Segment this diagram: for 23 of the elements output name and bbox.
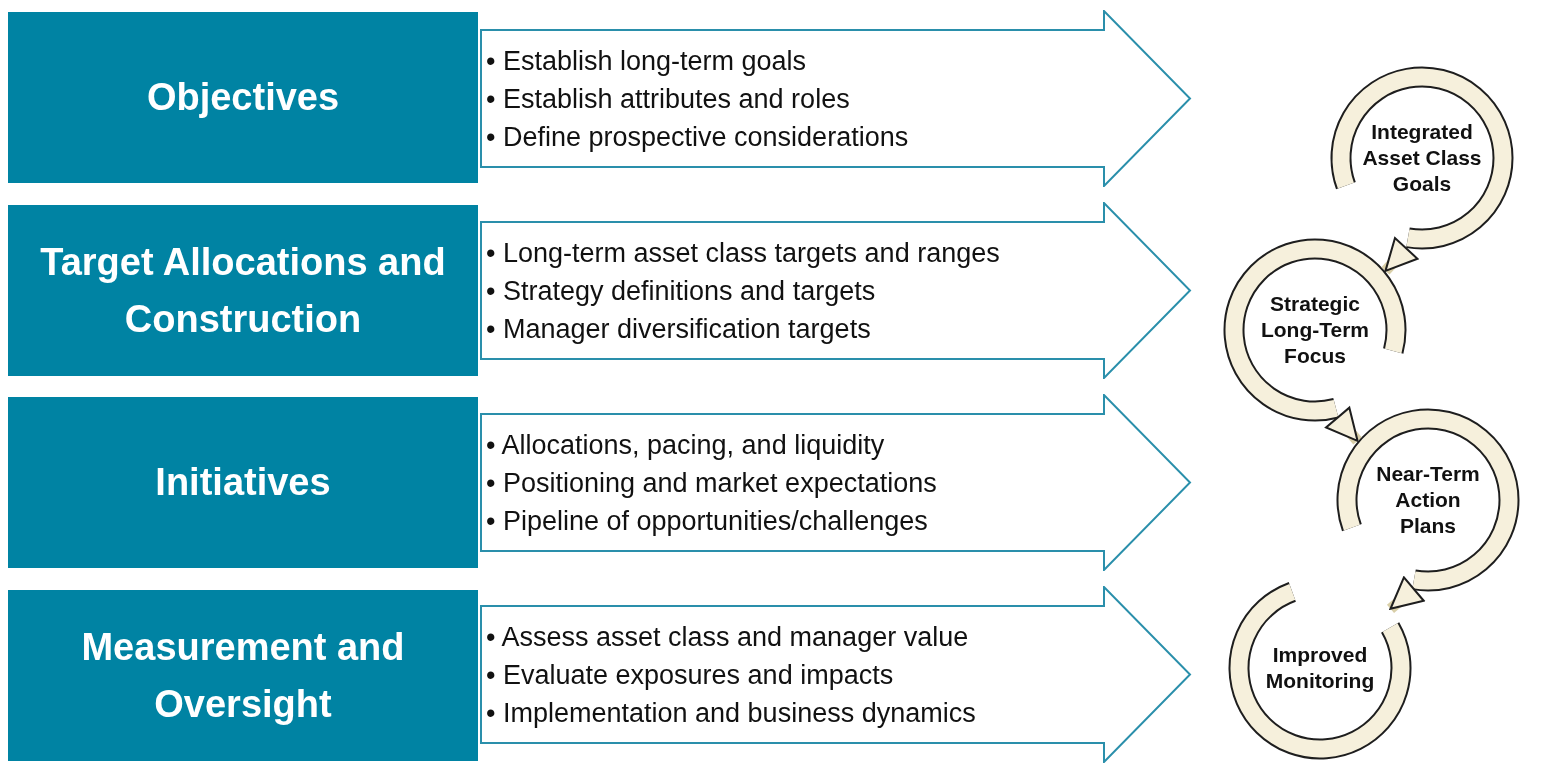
cycle-arrow [1381, 237, 1419, 275]
cycle-arrow [1386, 576, 1425, 614]
bullet-point: • Establish attributes and roles [486, 82, 851, 116]
cycle-label: Improved Monitoring [1264, 642, 1376, 694]
category-header: Measurement and Oversight [8, 590, 478, 761]
category-header: Objectives [8, 12, 478, 183]
bullet-point: • Strategy definitions and targets [486, 274, 877, 308]
cycle-label: Integrated Asset Class Goals [1362, 119, 1482, 197]
category-header: Target Allocations and Construction [8, 205, 478, 376]
bullet-point: • Evaluate exposures and impacts [486, 658, 895, 692]
cycle-label: Strategic Long-Term Focus [1259, 291, 1371, 369]
cycle-label: Near-Term Action Plans [1375, 461, 1481, 539]
bullet-point: • Assess asset class and manager value [486, 620, 970, 654]
category-header: Initiatives [8, 397, 478, 568]
cycle-arrow [1325, 406, 1362, 445]
bullet-point: • Pipeline of opportunities/challenges [486, 504, 929, 538]
bullet-point: • Positioning and market expectations [486, 466, 937, 500]
bullet-point: • Allocations, pacing, and liquidity [486, 428, 886, 462]
bullet-point: • Establish long-term goals [486, 44, 808, 78]
bullet-point: • Define prospective considerations [486, 120, 909, 154]
bullet-point: • Implementation and business dynamics [486, 696, 976, 730]
bullet-point: • Manager diversification targets [486, 312, 872, 346]
bullet-point: • Long-term asset class targets and ranges [486, 236, 1000, 270]
